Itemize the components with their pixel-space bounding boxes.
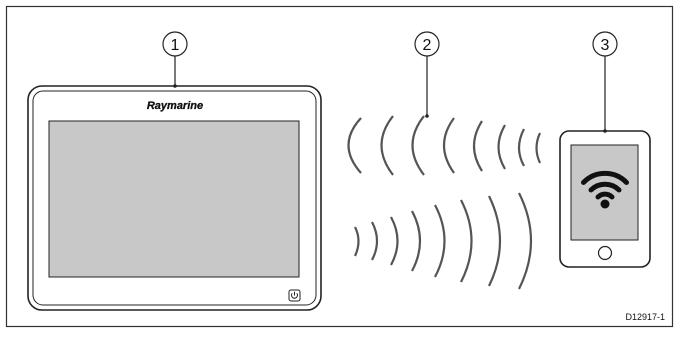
callout-3: 3 (592, 31, 618, 133)
diagram-border (5, 5, 674, 328)
display-inner-bezel (32, 90, 317, 306)
display-brand-logo: Raymarine (147, 100, 203, 112)
wave-arc (390, 216, 399, 266)
power-icon (288, 289, 301, 302)
callout-3-number: 3 (601, 37, 610, 54)
display-screen (48, 120, 300, 278)
wave-arc (434, 204, 446, 278)
wave-arc (497, 124, 506, 170)
wave-arc (371, 221, 379, 261)
wifi-icon (581, 171, 629, 209)
callout-2-number: 2 (423, 37, 432, 54)
callout-2: 2 (414, 31, 440, 118)
figure-id: D12917-1 (625, 312, 665, 322)
wireless-waves-lower (353, 192, 533, 290)
wave-arc (353, 226, 360, 257)
wave-arc (517, 128, 525, 167)
mobile-device (559, 130, 651, 268)
callout-1: 1 (162, 31, 188, 88)
wave-arc (380, 115, 394, 176)
callout-1-number: 1 (171, 37, 180, 54)
wave-arc (518, 192, 533, 290)
wave-arc (460, 199, 473, 283)
display-unit: Raymarine (27, 85, 322, 311)
wave-arc (347, 117, 362, 174)
wave-arc (411, 115, 425, 176)
wave-arc (488, 195, 502, 287)
wave-arc (535, 132, 542, 164)
wireless-waves-upper (347, 115, 542, 176)
wave-arc (472, 120, 483, 172)
wave-arc (411, 210, 422, 272)
wave-arc (442, 117, 455, 174)
home-button-icon (597, 245, 613, 261)
